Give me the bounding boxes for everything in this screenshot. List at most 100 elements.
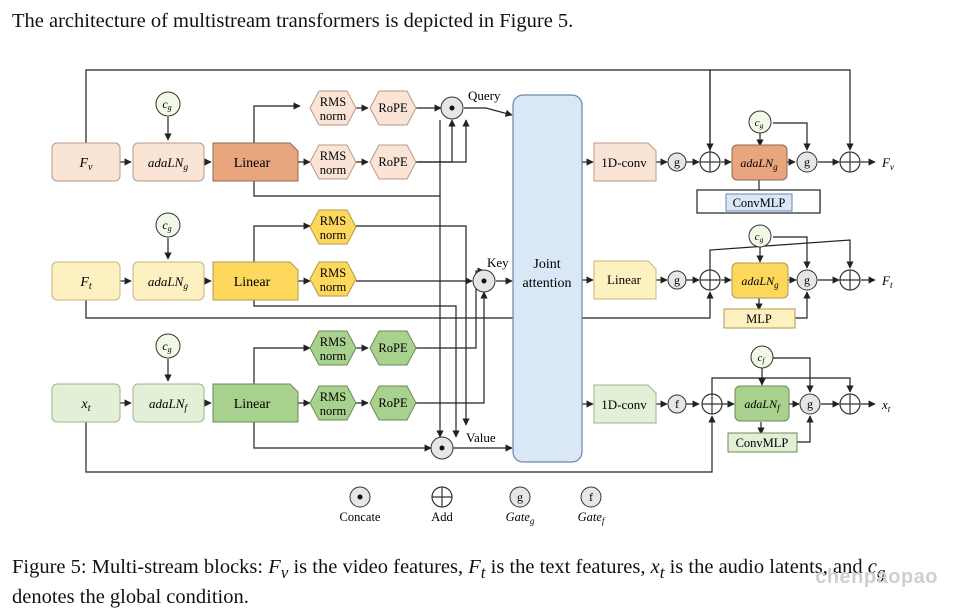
svg-text:cg: cg — [755, 117, 764, 130]
legend-gate-g-label: Gateg — [506, 510, 535, 526]
input-audio-sub: t — [88, 403, 91, 414]
svg-text:Linear: Linear — [607, 272, 642, 287]
svg-text:f: f — [675, 397, 679, 411]
add-nodes — [699, 151, 861, 415]
value-label: Value — [466, 430, 496, 445]
ffn-audio-box: ConvMLP — [727, 432, 798, 453]
gate-g-video-1: g — [667, 152, 687, 172]
adaln-audio-sub: f — [184, 403, 188, 414]
svg-text:adaLNg: adaLNg — [740, 156, 778, 172]
linear-text-box: Linear — [212, 261, 299, 301]
svg-text:g: g — [804, 273, 810, 287]
svg-text:adaLNf: adaLNf — [149, 396, 188, 414]
adaln-video-box: adaLNg — [132, 142, 205, 182]
output-video-label: Fv — [881, 155, 894, 172]
input-audio-box: xt — [51, 383, 121, 423]
svg-text:norm: norm — [320, 404, 347, 418]
svg-text:adaLNf: adaLNf — [744, 397, 781, 413]
joint-attention-block: Joint attention — [512, 94, 583, 463]
svg-text:adaLNg: adaLNg — [148, 155, 188, 173]
adaln-audio-right-box: adaLNf — [734, 385, 790, 422]
adaln-video-base: adaLN — [148, 155, 185, 170]
adaln-text-box: adaLNg — [132, 261, 205, 301]
gate-g-text-2: g — [796, 269, 818, 291]
adaln-text-base: adaLN — [148, 274, 185, 289]
adaln-video-sub: g — [183, 163, 188, 173]
input-text-box: Ft — [51, 261, 121, 301]
output-text-label: Ft — [881, 273, 893, 290]
input-text-base: F — [79, 275, 89, 290]
svg-text:cg: cg — [162, 97, 171, 112]
ffn-text-box: MLP — [723, 308, 796, 329]
cond-g-circle-text-right: cg — [748, 224, 772, 248]
svg-text:ConvMLP: ConvMLP — [733, 196, 786, 210]
svg-text:g: g — [674, 155, 680, 169]
watermark: chenpaopao — [815, 566, 938, 588]
legend-gate-f-icon: f — [580, 486, 602, 508]
gate-g-text-1: g — [667, 270, 687, 290]
add-text-2 — [839, 269, 861, 291]
cond-f-circle-audio-right: cf — [750, 345, 774, 369]
input-video-box: Fv — [51, 142, 121, 182]
intro-sentence: The architecture of multistream transfor… — [12, 10, 574, 32]
gate-f-audio-1: f — [667, 394, 687, 414]
multistream-architecture-diagram: Fv Ft xt adaLNg adaLNg adaLNf cg — [51, 69, 894, 526]
rope-video-k: RoPE — [369, 144, 417, 180]
svg-text:f: f — [589, 490, 593, 504]
connection-lines — [85, 69, 876, 473]
svg-text:adaLNg: adaLNg — [741, 274, 779, 290]
svg-text:RoPE: RoPE — [378, 101, 408, 115]
svg-text:cg: cg — [162, 218, 171, 233]
legend-add-icon — [431, 486, 453, 508]
svg-text:RMS: RMS — [320, 214, 346, 228]
rope-audio-k: RoPE — [369, 385, 417, 421]
svg-text:RoPE: RoPE — [378, 155, 408, 169]
svg-text:cg: cg — [162, 339, 171, 354]
concat-node-key — [472, 269, 496, 293]
key-label: Key — [487, 255, 509, 270]
svg-text:Joint: Joint — [533, 257, 560, 272]
svg-text:RMS: RMS — [320, 390, 346, 404]
legend-concat-label: Concate — [340, 510, 381, 524]
adaln-text-right-box: adaLNg — [731, 262, 789, 299]
svg-text:norm: norm — [320, 349, 347, 363]
svg-text:RoPE: RoPE — [378, 396, 408, 410]
svg-text:norm: norm — [320, 280, 347, 294]
output-audio-label: xt — [881, 397, 891, 414]
svg-text:RMS: RMS — [320, 95, 346, 109]
rms-norm-hexagons: RMSnormRMSnormRMSnormRMSnormRMSnormRMSno… — [309, 90, 357, 421]
svg-text:norm: norm — [320, 163, 347, 177]
input-video-sub: v — [88, 162, 93, 173]
rope-hexagons: RoPE RoPE RoPE RoPE — [369, 90, 417, 421]
svg-text:1D-conv: 1D-conv — [601, 397, 647, 412]
add-video-1 — [699, 151, 721, 173]
svg-text:cg: cg — [755, 231, 764, 244]
svg-text:g: g — [807, 397, 813, 411]
legend-gate-g-icon: g — [509, 486, 531, 508]
svg-text:RMS: RMS — [320, 149, 346, 163]
add-video-2 — [839, 151, 861, 173]
query-label: Query — [468, 88, 501, 103]
svg-text:cf: cf — [758, 352, 766, 365]
svg-text:g: g — [674, 273, 680, 287]
svg-text:RoPE: RoPE — [378, 341, 408, 355]
svg-text:g: g — [804, 155, 810, 169]
legend-add-label: Add — [431, 510, 453, 524]
rope-video-q: RoPE — [369, 90, 417, 126]
gate-g-audio-2: g — [799, 393, 821, 415]
adaln-audio-box: adaLNf — [132, 383, 205, 423]
linear-video-box: Linear — [212, 142, 299, 182]
input-audio-base: x — [81, 397, 89, 412]
cond-g-circle-video: cg — [155, 91, 181, 117]
svg-text:RMS: RMS — [320, 335, 346, 349]
svg-text:norm: norm — [320, 109, 347, 123]
svg-text:Linear: Linear — [234, 397, 271, 412]
svg-text:1D-conv: 1D-conv — [601, 155, 647, 170]
add-audio-2 — [839, 393, 861, 415]
legend-gate-f-label: Gatef — [578, 510, 606, 526]
svg-text:Linear: Linear — [234, 275, 271, 290]
